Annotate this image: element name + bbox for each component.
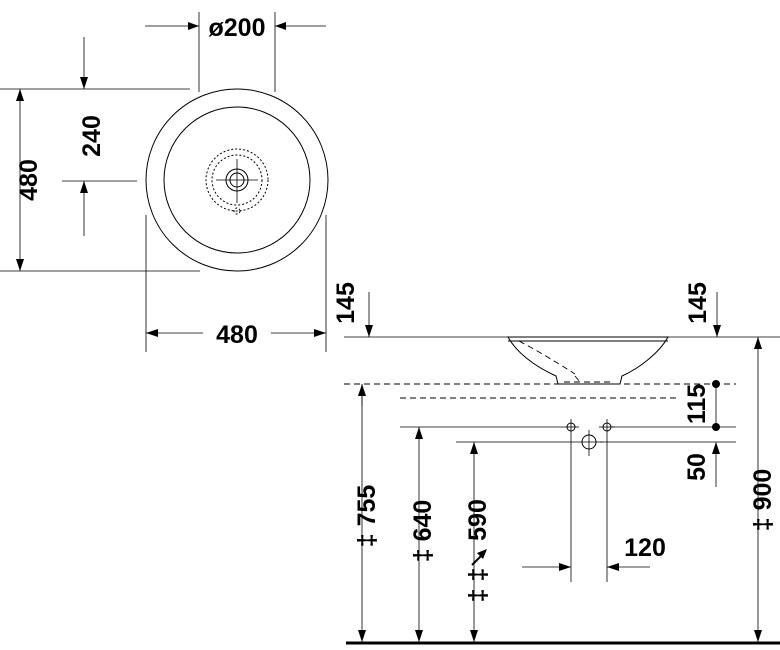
tap-hole-right	[599, 419, 615, 435]
dim480w-arrowhead-left	[146, 329, 158, 337]
dim590-label: 590	[464, 499, 492, 541]
drain-dotted-outline	[205, 148, 269, 212]
dim590-dagger: ‡ ‡	[464, 568, 492, 603]
dim755-arrowhead-bottom	[358, 630, 366, 642]
dim200-arrowhead-left	[188, 22, 199, 30]
plan-view: ø200 480 240 480	[0, 12, 329, 352]
dim240-arrowhead-bottom	[80, 181, 88, 193]
dim115-dot-bottom	[712, 423, 720, 431]
dim640-label: ‡ 640	[409, 500, 437, 563]
basin-inner-dashed	[518, 340, 576, 375]
tap-hole-left	[563, 419, 579, 435]
dim480h-label: 480	[15, 159, 43, 201]
dim200-label: ø200	[209, 14, 266, 42]
dim590-mark-head	[477, 549, 487, 559]
dim480w-arrowhead-right	[314, 329, 326, 337]
dim900-arrowhead-top	[754, 337, 762, 349]
dim115-label: 115	[683, 384, 711, 424]
basin-inner-bowl	[163, 106, 311, 254]
dim120-arrowhead-right	[607, 563, 619, 571]
dim200-arrowhead-right	[275, 22, 286, 30]
dim240-arrowhead-top	[80, 77, 88, 89]
dim145r-label: 145	[684, 282, 712, 324]
drain-dashed	[564, 375, 612, 383]
elevation-view: 145 145 115 50	[332, 282, 780, 645]
basin-outer-rim	[145, 88, 329, 272]
dim120-label: 120	[624, 534, 666, 562]
dim115-dot-top	[712, 380, 720, 388]
dim120-arrowhead-left	[559, 563, 571, 571]
dim480h-arrowhead-top	[16, 89, 24, 101]
dim640-arrowhead-bottom	[415, 630, 423, 642]
dim145r-arrowhead	[713, 325, 721, 337]
dim590-arrowhead-bottom	[470, 630, 478, 642]
dim755-arrowhead-top	[358, 384, 366, 396]
overflow-dot	[233, 207, 241, 215]
dim240-label: 240	[78, 115, 106, 157]
dim145l-arrowhead	[365, 325, 373, 337]
dim755-label: ‡ 755	[353, 485, 381, 548]
dim640-arrowhead-top	[415, 427, 423, 439]
dim900-arrowhead-bottom	[754, 630, 762, 642]
drain-dotted-inner	[211, 154, 263, 206]
waste-outlet	[575, 430, 603, 456]
dim480h-arrowhead-bottom	[16, 259, 24, 271]
dim590-arrowhead-top	[470, 442, 478, 454]
dim50-label: 50	[683, 453, 711, 481]
dim900-label: ‡ 900	[749, 469, 777, 532]
dim480w-label: 480	[216, 321, 258, 349]
dim50-arrowhead	[712, 442, 720, 454]
dim145l-label: 145	[332, 282, 360, 324]
basin-profile	[507, 336, 669, 385]
